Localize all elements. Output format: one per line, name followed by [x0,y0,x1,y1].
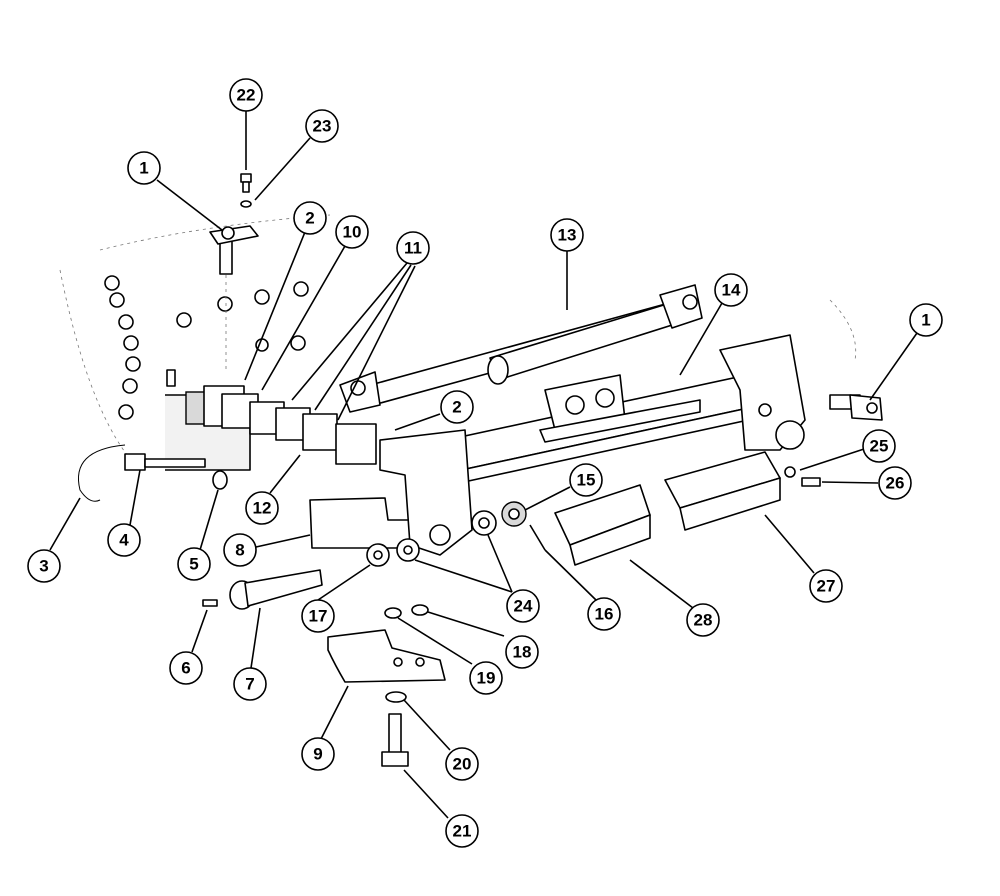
callout-7-label: 7 [245,675,254,694]
part-26-screw [801,477,821,487]
callout-14-label: 14 [722,281,741,300]
part-27-wear-plate [664,451,781,531]
part-15-castle-nut [501,501,527,527]
callout-13-label: 13 [558,226,577,245]
part-7-pin [229,569,323,610]
callout-1-right: 1 [909,303,943,337]
callout-26: 26 [878,466,912,500]
callout-1-top: 1 [127,151,161,185]
callout-11: 11 [396,231,430,265]
callout-19: 19 [469,661,503,695]
callout-10: 10 [335,215,369,249]
callout-13: 13 [550,218,584,252]
callout-1-right-label: 1 [921,311,930,330]
callout-23: 23 [305,109,339,143]
callout-27-label: 27 [817,577,836,596]
callout-7: 7 [233,667,267,701]
callout-6-label: 6 [181,659,190,678]
callout-25: 25 [862,429,896,463]
part-23-washer [240,200,252,208]
callout-20-label: 20 [453,755,472,774]
callout-23-label: 23 [313,117,332,136]
callout-24-label: 24 [514,597,533,616]
callout-14: 14 [714,273,748,307]
part-6-screw [202,599,218,607]
callout-8-label: 8 [235,541,244,560]
callout-5-label: 5 [189,555,198,574]
callout-12-label: 12 [253,499,272,518]
callout-15-label: 15 [577,471,596,490]
callout-17-label: 17 [309,607,328,626]
callout-4-label: 4 [119,531,129,550]
callout-20: 20 [445,747,479,781]
callout-25-label: 25 [870,437,889,456]
part-25-washer [784,466,796,478]
callout-27: 27 [809,569,843,603]
callout-3: 3 [27,549,61,583]
part-1-pin-top [209,225,259,370]
callout-2-lower: 2 [440,390,474,424]
callout-22: 22 [229,78,263,112]
callout-24: 24 [506,589,540,623]
callout-21-label: 21 [453,822,472,841]
callout-10-label: 10 [343,223,362,242]
part-24-washers [396,510,497,562]
part-16-cotter-pin [529,524,546,551]
part-8-plate [309,429,473,556]
callout-17: 17 [301,599,335,633]
part-28-wear-plate [554,484,651,566]
callout-6: 6 [169,651,203,685]
part-3-wire [78,444,126,502]
part-19-washer [384,607,402,619]
part-5-washer [212,470,228,490]
callout-21: 21 [445,814,479,848]
frame-bolt-heads [104,275,309,420]
callout-4: 4 [107,523,141,557]
leader-lines [49,110,918,819]
callout-19-label: 19 [477,669,496,688]
part-20-washer [385,691,407,703]
callout-3-label: 3 [39,557,48,576]
callout-9-label: 9 [313,745,322,764]
callout-2-upper: 2 [293,201,327,235]
part-13-cylinder [339,284,703,413]
callout-2-upper-label: 2 [305,209,314,228]
callout-28-label: 28 [694,611,713,630]
callout-15: 15 [569,463,603,497]
part-14-main-frame [399,334,806,493]
callout-16: 16 [587,597,621,631]
callout-5: 5 [177,547,211,581]
callout-18-label: 18 [513,643,532,662]
part-9-bracket [327,629,446,683]
part-1-pin-right [829,394,883,421]
callout-9: 9 [301,737,335,771]
shim-stack [185,385,377,465]
callout-16-label: 16 [595,605,614,624]
callout-1-top-label: 1 [139,159,148,178]
callout-18: 18 [505,635,539,669]
part-17-washer [366,543,390,567]
callout-11-label: 11 [404,239,422,258]
part-22-bolt [240,173,252,193]
part-4-bolt [124,453,206,471]
callout-2-lower-label: 2 [452,398,461,417]
callout-22-label: 22 [237,86,256,105]
callout-26-label: 26 [886,474,905,493]
callout-8: 8 [223,533,257,567]
callout-28: 28 [686,603,720,637]
part-21-bolt [381,713,409,767]
callout-12: 12 [245,491,279,525]
part-18-washer [411,604,429,616]
